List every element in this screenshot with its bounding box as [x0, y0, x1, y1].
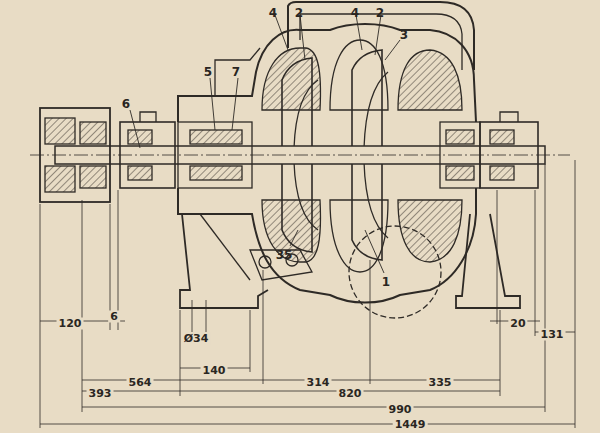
dimension-holder: 131: [539, 323, 566, 342]
callout-number: 2: [293, 6, 305, 18]
dimension: 140: [201, 365, 228, 377]
dimension: 564: [127, 377, 154, 389]
dimension-holder: 6: [108, 305, 120, 324]
dimension: 20: [508, 318, 527, 330]
callout-number: 4: [267, 6, 279, 18]
callout-number: 3: [398, 29, 410, 41]
dimension-holder: 335: [427, 371, 454, 390]
dimension: 820: [337, 388, 364, 400]
dimension: 990: [387, 404, 414, 416]
dimension-holder: 314: [305, 371, 332, 390]
dimension-holder: 140: [201, 359, 228, 378]
dimension-holder: 120: [57, 312, 84, 331]
dimension-holder: 820: [337, 382, 364, 401]
dimension-holder: 564: [127, 371, 154, 390]
callout-holder: 2: [374, 1, 386, 20]
callout-number: 7: [230, 66, 242, 78]
callout-holder: 5: [202, 61, 214, 80]
callout-holder: 3: [398, 24, 410, 43]
callout-holder: 4: [267, 1, 279, 20]
dimension-holder: 393: [87, 382, 114, 401]
callout-holder: 2: [293, 1, 305, 20]
callout-number: 2: [374, 6, 386, 18]
callout-holder: 35: [274, 244, 295, 263]
callout-holder: 4: [349, 1, 361, 20]
dimension: 120: [57, 318, 84, 330]
dimension: 335: [427, 377, 454, 389]
dimension: Ø34: [182, 333, 211, 345]
dimension-holder: 1449: [393, 412, 428, 431]
callout-number: 35: [274, 249, 295, 261]
dimension: 314: [305, 377, 332, 389]
callout-number: 4: [349, 6, 361, 18]
callout-number: 1: [380, 276, 392, 288]
dimension-holder: Ø34: [182, 327, 211, 346]
callout-holder: 7: [230, 61, 242, 80]
callout-number: 5: [202, 66, 214, 78]
callout-number: 6: [120, 98, 132, 110]
dimension: 1449: [393, 418, 428, 430]
callout-holder: 6: [120, 93, 132, 112]
callout-holder: 1: [380, 271, 392, 290]
dimension-holder: 990: [387, 398, 414, 417]
dimension: 131: [539, 329, 566, 341]
dimension-holder: 20: [508, 312, 527, 331]
dimension: 6: [108, 311, 120, 323]
dimension: 393: [87, 388, 114, 400]
